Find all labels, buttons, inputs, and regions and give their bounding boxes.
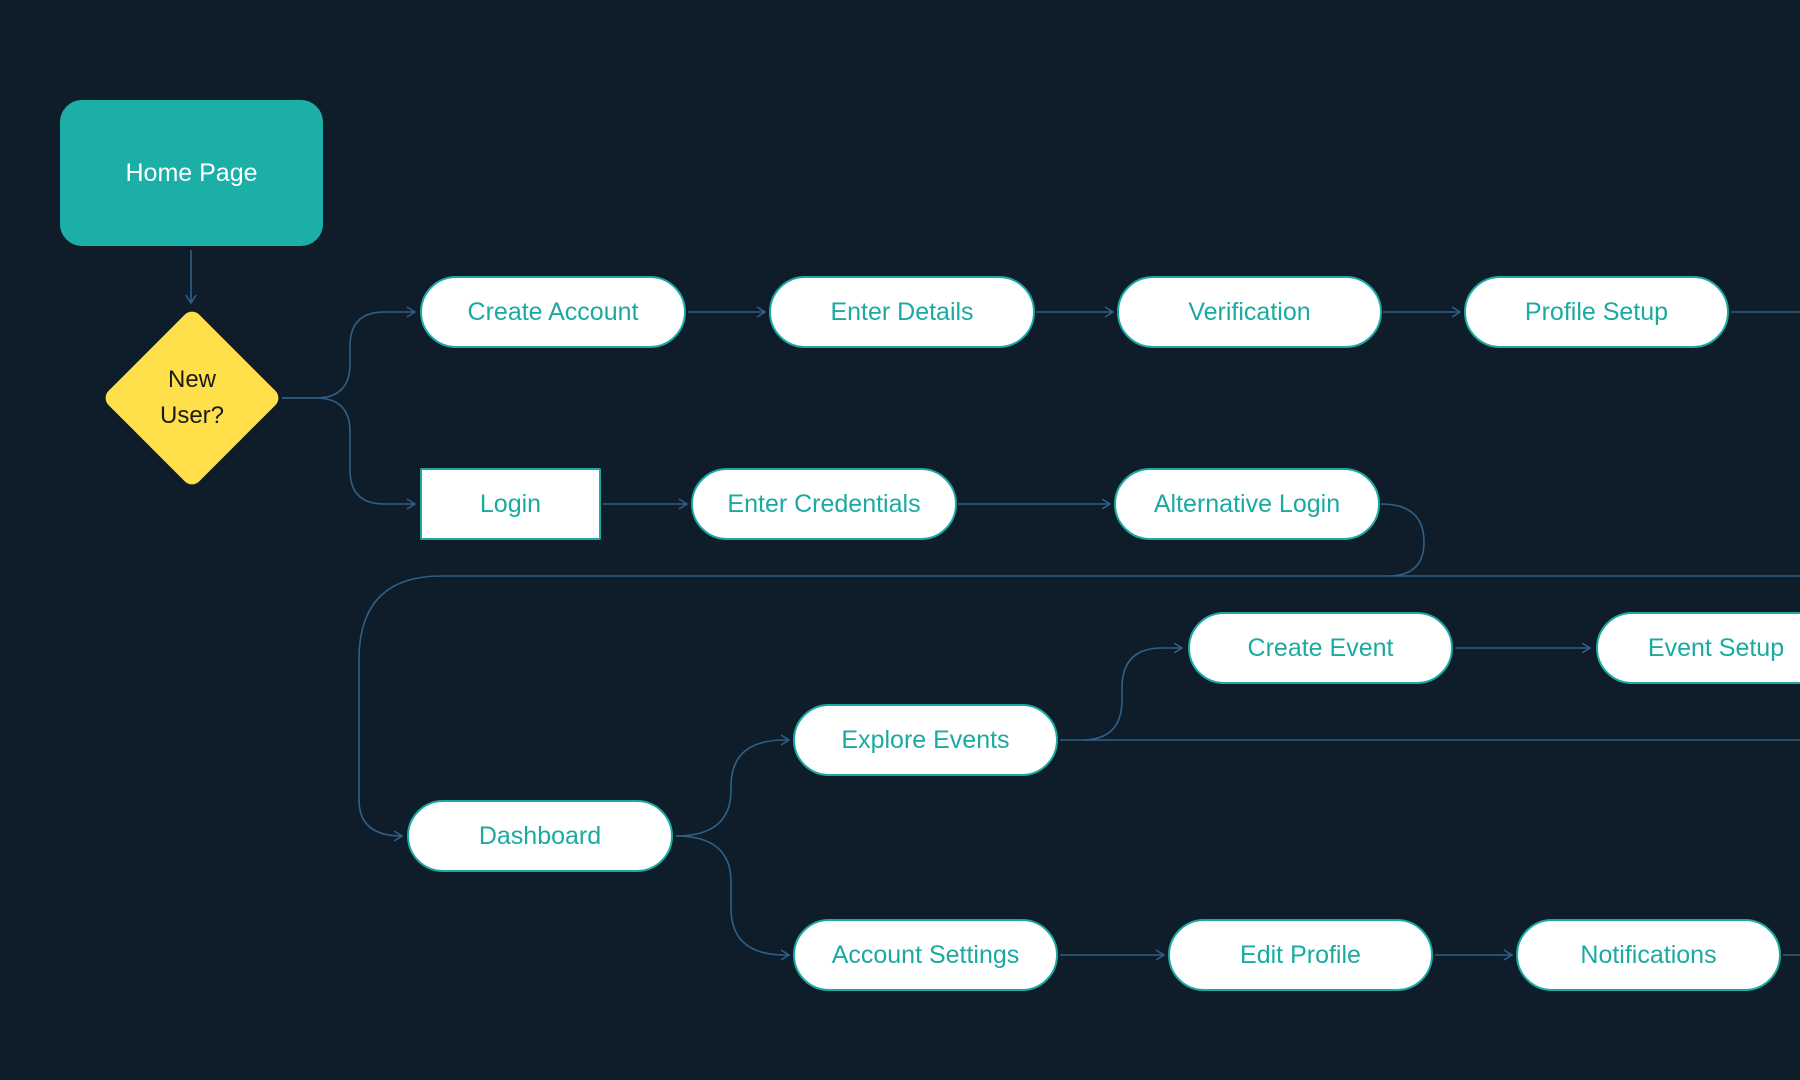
node-explore-events[interactable]: Explore Events	[793, 704, 1058, 776]
node-dashboard[interactable]: Dashboard	[407, 800, 673, 872]
node-home-page[interactable]: Home Page	[60, 100, 323, 246]
node-alternative-login[interactable]: Alternative Login	[1114, 468, 1380, 540]
node-edit-profile[interactable]: Edit Profile	[1168, 919, 1433, 991]
node-login[interactable]: Login	[420, 468, 601, 540]
decision-label: New User?	[102, 308, 282, 488]
node-notifications[interactable]: Notifications	[1516, 919, 1781, 991]
node-new-user-decision[interactable]: New User?	[101, 307, 283, 489]
edge-dashboard-to-explore-events	[675, 734, 791, 837]
edge-alternative-login-to-dashboard	[358, 503, 1800, 836]
node-create-event[interactable]: Create Event	[1188, 612, 1453, 684]
node-profile-setup[interactable]: Profile Setup	[1464, 276, 1729, 348]
edge-dashboard-to-account-settings	[675, 835, 791, 961]
edge-decision-to-create-account	[282, 306, 417, 399]
edge-decision-to-login	[282, 397, 417, 510]
node-enter-details[interactable]: Enter Details	[769, 276, 1035, 348]
node-account-settings[interactable]: Account Settings	[793, 919, 1058, 991]
node-create-account[interactable]: Create Account	[420, 276, 686, 348]
decision-label-line-2: User?	[159, 402, 225, 429]
node-enter-credentials[interactable]: Enter Credentials	[691, 468, 957, 540]
node-event-setup[interactable]: Event Setup	[1596, 612, 1800, 684]
edge-explore-events-to-create-event	[1060, 642, 1184, 741]
node-verification[interactable]: Verification	[1117, 276, 1382, 348]
decision-label-line-1: New	[167, 366, 216, 393]
